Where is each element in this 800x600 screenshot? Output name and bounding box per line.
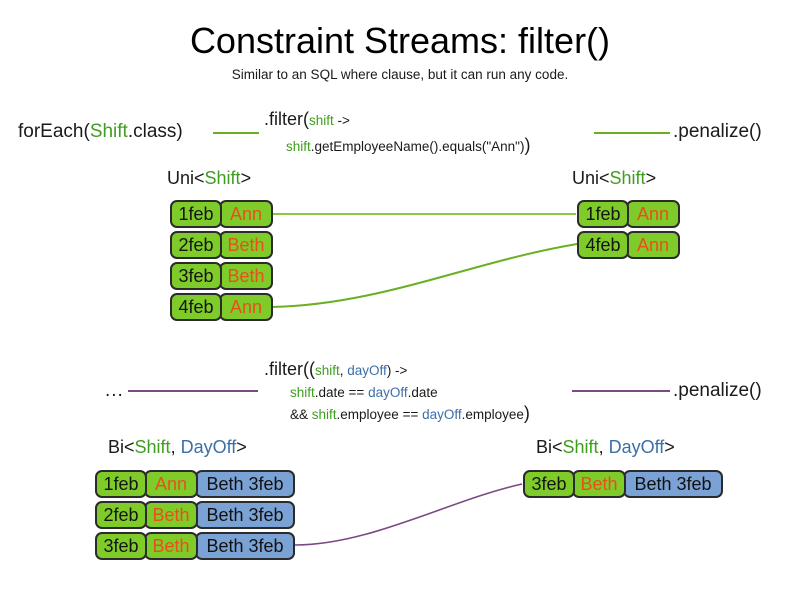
bi-left-label-type1: Shift [134,437,171,457]
shift-name-cell: Ann [219,293,273,321]
shift-date-cell: 2feb [170,231,222,259]
shift-name-cell: Beth [219,231,273,259]
page-subtitle: Similar to an SQL where clause, but it c… [231,67,569,82]
uni-right-type-label: Uni<Shift> [572,167,656,189]
uni-left-label-type: Shift [204,168,241,188]
shift-date-cell: 2feb [95,501,147,529]
bi-right-label-comma: , [598,437,609,457]
bi-filter-param2: dayOff [347,363,387,378]
shift-name-cell: Beth [144,532,198,560]
bi-right-label-suffix: > [664,437,675,457]
shift-name-cell: Ann [626,200,680,228]
uni-filter-head: .filter( [264,109,309,129]
table-row[interactable]: 2feb Beth Beth 3feb [95,501,295,529]
shift-name-cell: Beth [144,501,198,529]
uni-filter-arrow: -> [333,113,350,128]
bi-filter-close-paren: ) [523,403,530,423]
uni-filter-body: .getEmployeeName().equals("Ann") [310,139,525,154]
shift-date-cell: 4feb [170,293,222,321]
uni-filter-line2: shift.getEmployeeName().equals("Ann")) [286,136,530,156]
uni-right-label-suffix: > [645,168,657,188]
shift-name-cell: Beth [572,470,626,498]
table-row[interactable]: 1feb Ann Beth 3feb [95,470,295,498]
bi-source-ellipsis: ... [105,380,124,401]
bi-left-label-prefix: Bi< [108,437,135,457]
bi-filter-l3-text1: .employee == [336,407,423,422]
shift-name-cell: Ann [626,231,680,259]
table-row[interactable]: 3feb Beth Beth 3feb [523,470,723,498]
dayoff-cell: Beth 3feb [195,532,295,560]
foreach-expression: forEach(Shift.class) [18,120,183,144]
shift-date-cell: 4feb [577,231,629,259]
uni-filter-close-paren: ) [524,135,531,155]
bi-left-label-comma: , [170,437,181,457]
bi-filter-line2: shift.date == dayOff.date [290,384,438,402]
uni-right-label-prefix: Uni< [572,168,610,188]
bi-filter-l2-text1: .date == [314,385,369,400]
uni-penalize-expression: .penalize() [673,121,762,142]
bi-filter-l2-text2: .date [407,385,438,400]
bi-filter-arrow: ) -> [386,363,408,378]
table-row[interactable]: 3feb Beth [170,262,273,290]
uni-left-type-label: Uni<Shift> [167,167,251,189]
uni-filter-param: shift [309,113,334,128]
bi-filter-l2-var2: dayOff [368,385,408,400]
foreach-prefix: forEach( [18,121,90,142]
shift-date-cell: 3feb [523,470,575,498]
wire-bi-row3 [294,483,523,546]
bi-right-type-label: Bi<Shift, DayOff> [536,436,675,458]
shift-date-cell: 3feb [95,532,147,560]
table-row[interactable]: 2feb Beth [170,231,273,259]
shift-date-cell: 3feb [170,262,222,290]
uni-left-label-prefix: Uni< [167,168,205,188]
foreach-suffix: .class) [127,121,183,142]
bi-filter-head: .filter(( [264,359,315,379]
dayoff-cell: Beth 3feb [195,470,295,498]
bi-filter-l3-text2: .employee [461,407,524,422]
bi-filter-param1: shift [315,363,340,378]
dayoff-cell: Beth 3feb [623,470,723,498]
bi-filter-l2-var1: shift [290,385,315,400]
bi-filter-l3-var2: dayOff [422,407,462,422]
bi-penalize-expression: .penalize() [673,380,762,401]
bi-right-label-type2: DayOff [608,437,665,457]
bi-right-label-prefix: Bi< [536,437,563,457]
bi-filter-comma: , [339,363,348,378]
shift-name-cell: Ann [144,470,198,498]
shift-name-cell: Beth [219,262,273,290]
shift-date-cell: 1feb [577,200,629,228]
shift-date-cell: 1feb [170,200,222,228]
bi-filter-line1: .filter((shift, dayOff) -> [264,358,407,382]
bi-right-label-type1: Shift [562,437,599,457]
dayoff-cell: Beth 3feb [195,501,295,529]
table-row[interactable]: 4feb Ann [170,293,273,321]
wire-uni-row4 [270,243,578,308]
table-row[interactable]: 1feb Ann [577,200,680,228]
shift-date-cell: 1feb [95,470,147,498]
shift-name-cell: Ann [219,200,273,228]
table-row[interactable]: 4feb Ann [577,231,680,259]
bi-left-label-suffix: > [236,437,247,457]
uni-right-label-type: Shift [609,168,646,188]
bi-left-label-type2: DayOff [180,437,237,457]
bi-filter-l3-var1: shift [311,407,337,422]
table-row[interactable]: 1feb Ann [170,200,273,228]
table-row[interactable]: 3feb Beth Beth 3feb [95,532,295,560]
uni-left-label-suffix: > [240,168,252,188]
uni-filter-line1: .filter(shift -> [264,108,350,132]
page-title: Constraint Streams: filter() [189,20,611,61]
uni-filter-var: shift [286,139,311,154]
bi-left-type-label: Bi<Shift, DayOff> [108,436,247,458]
foreach-type: Shift [89,121,128,142]
bi-filter-line3: && shift.employee == dayOff.employee) [290,404,530,424]
bi-filter-l3-and: && [290,407,312,422]
